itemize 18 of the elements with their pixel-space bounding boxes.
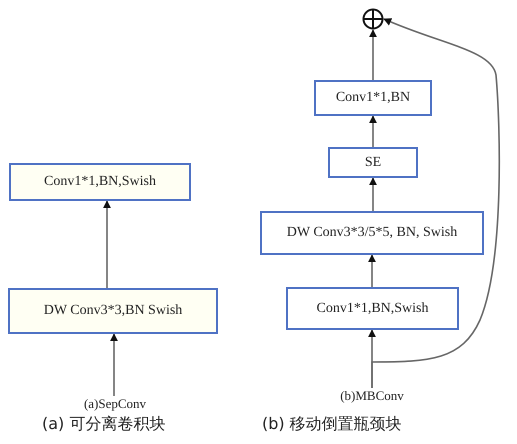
arrow bbox=[110, 333, 118, 396]
arrow bbox=[369, 115, 377, 147]
layer-box: Conv1*1,BN bbox=[314, 80, 432, 116]
arrow bbox=[368, 254, 376, 287]
subfigure-caption: (a) 可分离卷积块 bbox=[42, 414, 166, 435]
subfigure-caption: (b) 移动倒置瓶颈块 bbox=[262, 414, 402, 435]
arrow bbox=[369, 29, 377, 80]
arrow bbox=[103, 200, 111, 288]
layer-box: Conv1*1,BN,Swish bbox=[286, 287, 459, 330]
layer-box: Conv1*1,BN,Swish bbox=[9, 163, 191, 201]
input-label: (a)SepConv bbox=[70, 396, 160, 414]
sum-circle bbox=[362, 8, 384, 30]
input-label: (b)MBConv bbox=[322, 388, 422, 406]
layer-box: SE bbox=[328, 147, 418, 178]
layer-box: DW Conv3*3,BN Swish bbox=[8, 288, 218, 334]
arrow bbox=[371, 18, 500, 388]
arrow bbox=[369, 177, 377, 211]
layer-box: DW Conv3*3/5*5, BN, Swish bbox=[260, 211, 484, 255]
